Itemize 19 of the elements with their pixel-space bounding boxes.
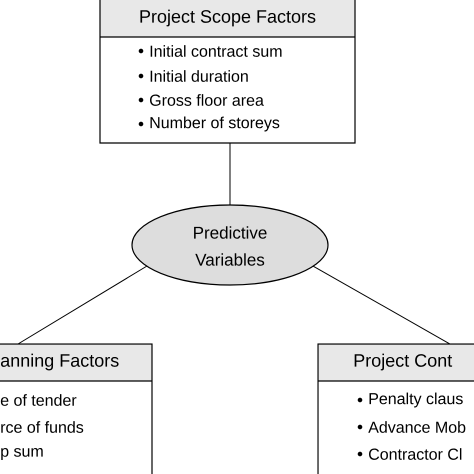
factor-box <box>317 343 474 474</box>
ellipse-node: Predictive Variables <box>131 204 329 286</box>
factor-box <box>0 343 153 474</box>
connector-line <box>18 266 148 344</box>
bullet-item: Advance Mob <box>358 421 466 433</box>
bullet-item: Number of storeys <box>138 116 280 132</box>
bullet-item: Penalty claus <box>358 392 463 408</box>
connector-line <box>312 266 450 344</box>
bullet-item: Initial contract sum <box>138 45 282 57</box>
bullet-item: rce of funds <box>1 421 84 433</box>
bullet-item: e of tender <box>0 394 76 406</box>
bullet-item: Gross floor area <box>138 94 264 106</box>
bullet-item: Contractor Cl <box>358 448 462 460</box>
factor-box <box>99 0 356 144</box>
box-heading: anning Factors <box>0 354 119 370</box>
box-heading: Project Cont <box>354 354 452 370</box>
box-heading: Project Scope Factors <box>140 10 316 26</box>
bullet-item: p sum <box>1 448 43 460</box>
bullet-item: Initial duration <box>138 70 248 82</box>
